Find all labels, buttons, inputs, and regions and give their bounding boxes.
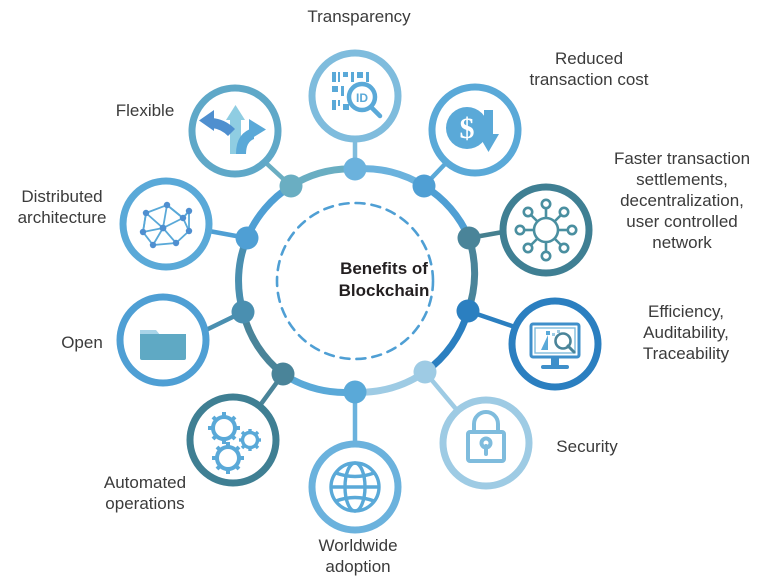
label-reduced-transaction-cost: Reduced transaction cost xyxy=(529,49,649,89)
node-dot-worldwide-adoption xyxy=(343,380,367,404)
node-dot-transparency xyxy=(343,157,367,181)
node-bubble-worldwide-adoption[interactable] xyxy=(308,440,402,534)
node-dot-open xyxy=(231,300,255,324)
label-faster-transaction-settlements: Faster transaction settlements, decentra… xyxy=(613,149,751,252)
label-worldwide-adoption: Worldwide adoption xyxy=(318,536,398,576)
ring-node-dots xyxy=(231,157,481,404)
node-dot-faster-transaction-settlements xyxy=(457,226,481,250)
node-bubble-distributed-architecture[interactable] xyxy=(119,177,213,271)
mesh-network-icon xyxy=(139,201,193,249)
folder-icon xyxy=(140,330,186,360)
node-dot-efficiency xyxy=(456,299,480,323)
monitor-magnifier-icon xyxy=(529,322,581,369)
svg-text:ID: ID xyxy=(356,91,368,105)
node-dot-reduced-transaction-cost xyxy=(412,174,436,198)
node-dot-flexible xyxy=(279,174,303,198)
label-open: Open xyxy=(61,333,103,352)
node-bubble-faster-transaction-settlements[interactable] xyxy=(499,183,593,277)
node-bubble-security[interactable] xyxy=(439,396,533,490)
label-transparency: Transparency xyxy=(307,7,411,26)
center-title: Benefits of Blockchain xyxy=(338,259,430,300)
label-efficiency-auditability-traceability: Efficiency, Auditability, Traceability xyxy=(642,302,730,363)
node-dot-automated-operations xyxy=(271,362,295,386)
svg-text:$: $ xyxy=(460,112,475,145)
node-dot-security xyxy=(413,360,437,384)
node-bubble-efficiency[interactable] xyxy=(508,297,602,391)
label-automated-operations: Automated operations xyxy=(103,473,187,513)
node-bubble-reduced-transaction-cost[interactable]: $ xyxy=(428,83,522,177)
label-flexible: Flexible xyxy=(115,101,175,120)
diverging-arrows-icon xyxy=(199,105,266,154)
decentralized-network-icon xyxy=(514,198,578,262)
gears-icon xyxy=(208,412,261,474)
label-security: Security xyxy=(556,437,618,456)
label-distributed-architecture: Distributed architecture xyxy=(17,187,107,227)
dollar-down-arrow-icon: $ xyxy=(446,107,499,152)
padlock-icon xyxy=(466,410,506,463)
node-bubble-automated-operations[interactable] xyxy=(186,393,280,487)
node-bubble-open[interactable] xyxy=(116,293,210,387)
globe-icon xyxy=(329,461,381,513)
node-dot-distributed-architecture xyxy=(235,226,259,250)
node-bubble-transparency[interactable]: ID xyxy=(308,49,402,143)
barcode-id-magnifier-icon: ID xyxy=(332,72,383,119)
node-bubble-flexible[interactable] xyxy=(188,84,282,178)
inner-dashed-ring xyxy=(275,201,435,361)
